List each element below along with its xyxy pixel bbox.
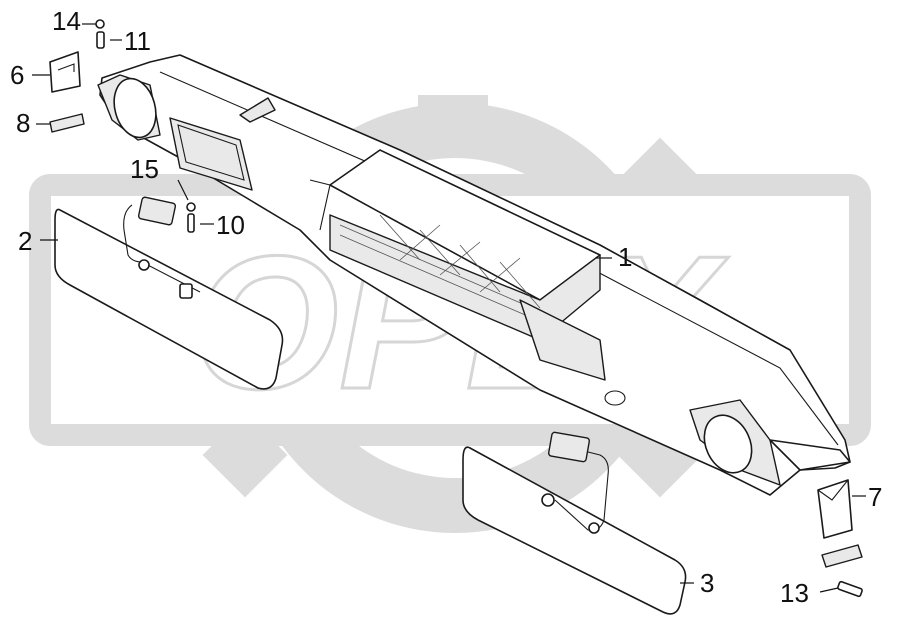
part-8-plate [49,113,85,133]
callout-10: 10 [216,210,245,240]
callout-11: 11 [124,26,151,56]
callouts: 14 11 6 8 15 10 2 1 3 7 13 [10,6,882,608]
callout-14: 14 [52,6,81,36]
part-7-bracket [817,479,853,539]
sun-visor-right [462,431,687,615]
callout-7: 7 [868,482,882,512]
part-13-screw [837,580,863,598]
callout-15: 15 [130,154,159,184]
callout-3: 3 [700,568,714,598]
callout-13: 13 [780,578,809,608]
part-7-plate [821,544,863,568]
callout-8: 8 [16,108,30,138]
part-11-screw [96,31,105,49]
callout-6: 6 [10,60,24,90]
part-15-washer [186,202,196,212]
callout-1: 1 [618,242,632,272]
sun-visor-left [54,196,284,390]
callout-2: 2 [18,226,32,256]
part-6-bracket [49,51,81,93]
dashboard-panel [97,54,851,496]
part-14-washer [95,19,105,29]
part-10-screw [187,213,195,233]
leader-lines [32,23,866,593]
